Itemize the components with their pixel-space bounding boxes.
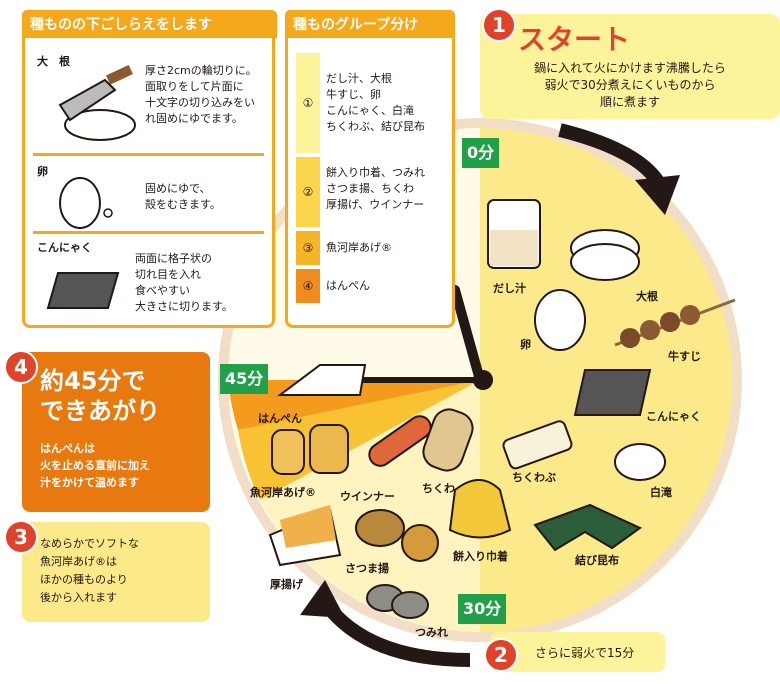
prep-konnyaku-text: 両面に格子状の 切れ目を入れ 食べやすい 大きさに切ります。 [135, 252, 233, 313]
time-45: 45分 [220, 364, 269, 394]
label-musubikonbu: 結び昆布 [575, 554, 619, 567]
group-row-1: ① だし汁、大根 牛すじ、卵 こんにゃく、白滝 ちくわぶ、結び昆布 [296, 53, 446, 153]
step-2-number: 2 [484, 638, 518, 672]
prep-daikon-name: 大 根 [37, 55, 70, 68]
label-mochikinchaku: 餅入り巾着 [453, 550, 508, 563]
groups-panel-title: 種ものグループ分け [285, 10, 455, 38]
step-1-box [480, 14, 780, 119]
konnyaku-illustration [573, 369, 652, 416]
label-chikuwa: ちくわ [422, 482, 455, 495]
group-3-num: ③ [296, 231, 320, 265]
tamago-illustration [534, 289, 586, 351]
step-3-number: 3 [4, 520, 38, 554]
gyusuji-illustration [614, 298, 736, 348]
group-4-num: ④ [296, 269, 320, 303]
step-4-text: はんぺんは 火を止める直前に加え 汁をかけて温めます [40, 442, 150, 489]
label-konnyaku: こんにゃく [646, 410, 701, 423]
arrow-start [558, 123, 667, 189]
step-4-box [22, 352, 210, 512]
step-1-text: 鍋に入れて火にかけます沸騰したら 弱火で30分煮えにくいものから 順に煮ます [534, 61, 726, 109]
group-row-4: ④ はんぺん [296, 269, 446, 303]
prep-divider-1 [33, 153, 264, 156]
group-1-text: だし汁、大根 牛すじ、卵 こんにゃく、白滝 ちくわぶ、結び昆布 [326, 72, 425, 133]
label-gyusuji: 牛すじ [668, 350, 701, 363]
label-hanpen: はんぺん [258, 412, 302, 425]
prep-divider-2 [33, 231, 264, 234]
group-4-text: はんぺん [326, 279, 370, 292]
clock-center [473, 370, 493, 390]
label-atsuage: 厚揚げ [270, 578, 303, 591]
label-daikon: 大根 [636, 290, 658, 303]
uogashiage-illustration [271, 424, 349, 475]
step-1-number: 1 [482, 8, 516, 42]
step-2-box [490, 632, 665, 672]
dashi-illustration [487, 199, 541, 269]
shirataki-illustration [614, 443, 666, 481]
label-shirataki: 白滝 [650, 486, 672, 499]
group-2-text: 餅入り巾着、つみれ さつま揚、ちくわ 厚揚げ、ウインナー [326, 166, 425, 211]
step-3-text: なめらかでソフトな 魚河岸あげ®は ほかの種ものより 後から入れます [40, 537, 139, 604]
group-row-2: ② 餅入り巾着、つみれ さつま揚、ちくわ 厚揚げ、ウインナー [296, 157, 446, 227]
satsumaage-illustration [355, 509, 439, 562]
group-row-3: ③ 魚河岸あげ® [296, 231, 446, 265]
label-uogashiage: 魚河岸あげ® [250, 486, 316, 499]
group-3-text: 魚河岸あげ® [326, 241, 392, 254]
prep-konnyaku-name: こんにゃく [37, 241, 92, 254]
step-4-title: 約45分で できあがり [40, 367, 160, 425]
prep-tamago-name: 卵 [37, 165, 48, 178]
minute-hand [450, 285, 485, 385]
prep-panel: 種ものの下ごしらえをします 大 根 厚さ2cmの輪切りに。 面取りをして片面に … [22, 10, 277, 328]
wiener-illustration [368, 415, 432, 467]
step-1-title: スタート [518, 23, 631, 56]
arrow-start-head [635, 175, 680, 215]
prep-panel-title: 種ものの下ごしらえをします [22, 10, 277, 38]
chikuwabu-illustration [502, 420, 573, 470]
mochikinchaku-illustration [448, 479, 512, 539]
groups-panel: 種ものグループ分け ① だし汁、大根 牛すじ、卵 こんにゃく、白滝 ちくわぶ、結… [285, 10, 455, 328]
step-4-number: 4 [4, 350, 38, 384]
step-2-text: さらに弱火で15分 [535, 646, 635, 660]
hanpen-illustration [277, 364, 367, 396]
musubikonbu-illustration [533, 503, 642, 552]
label-satsumaage: さつま揚 [345, 562, 389, 575]
group-1-num: ① [296, 53, 320, 153]
label-chikuwabu: ちくわぶ [512, 471, 556, 484]
prep-daikon-text: 厚さ2cmの輪切りに。 面取りをして片面に 十文字の切り込みをい れ固めにゆでま… [145, 64, 257, 125]
egg-icon [59, 177, 113, 229]
label-wiener: ウインナー [340, 490, 395, 503]
time-0: 0分 [462, 138, 500, 168]
tsumire-illustration [366, 584, 429, 619]
step-3-box [22, 522, 210, 622]
daikon-illustration [570, 229, 640, 281]
daikon-knife-icon [58, 65, 136, 141]
label-dashi: だし汁 [493, 282, 526, 295]
label-tsumire: つみれ [415, 626, 448, 639]
arrow-30-head [300, 580, 345, 618]
time-30: 30分 [458, 594, 507, 624]
prep-tamago-text: 固めにゆで、 殻をむきます。 [145, 182, 221, 211]
group-2-num: ② [296, 157, 320, 227]
konnyaku-icon [46, 272, 120, 309]
atsuage-illustration [268, 505, 342, 567]
label-tamago: 卵 [520, 338, 531, 351]
